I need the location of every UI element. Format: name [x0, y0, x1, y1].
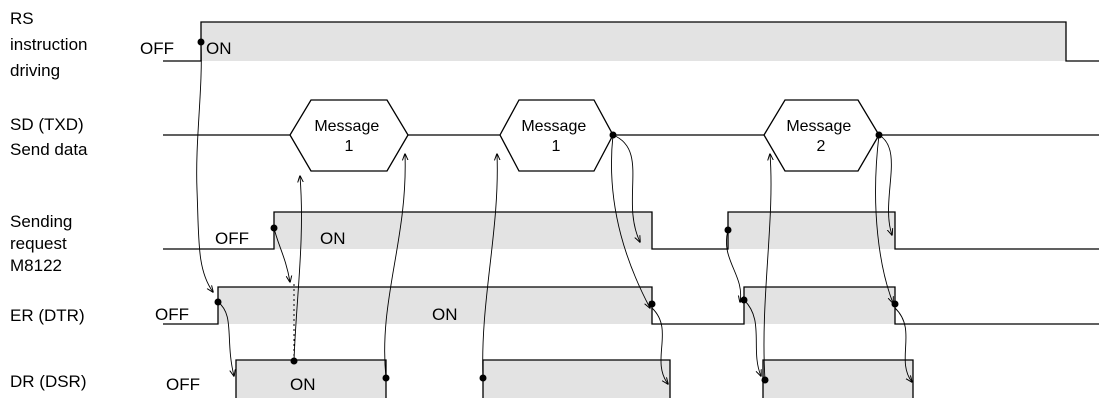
rs-on-band	[201, 22, 1066, 61]
sd-message-1b	[499, 99, 614, 172]
message-1a-label: Message 1	[314, 118, 383, 155]
arrow-message-1b-to-req-off	[612, 134, 640, 242]
arrow-dr-off-to-message-1a-end	[384, 154, 406, 379]
arrow-er-to-dr-2	[743, 299, 761, 376]
event-dots	[197, 38, 899, 384]
event-dot-message-2-end	[875, 131, 883, 139]
event-dot-er-off-2	[891, 300, 899, 308]
event-dot-er-on-2	[740, 296, 748, 304]
arrow-rs-to-er	[196, 41, 213, 292]
er-on-label: ON	[432, 305, 458, 324]
rs-trace: OFF ON	[140, 21, 1099, 62]
dr-on-band-2	[483, 360, 670, 398]
event-dot-req-on-2	[724, 226, 732, 234]
sd-message-2	[763, 99, 880, 172]
event-dot-dr-on-1	[290, 357, 298, 365]
arrow-message-2-to-er-off	[875, 134, 893, 303]
event-dot-dr-on-3	[761, 376, 769, 384]
event-dot-dr-off-1	[382, 374, 390, 382]
message-2-label: Message 2	[786, 118, 855, 155]
causality-arrows	[196, 41, 912, 384]
signal-label-er: ER (DTR)	[10, 306, 85, 325]
event-dot-message-1b-end	[609, 131, 617, 139]
arrow-er-to-dr-1	[217, 301, 234, 376]
arrow-message-2-to-req-off	[878, 134, 892, 235]
req-on-label: ON	[320, 229, 346, 248]
sd-message-1a	[289, 99, 409, 172]
signal-label-sd: SD (TXD) Send data	[10, 115, 88, 159]
message-1b-label: Message 1	[521, 118, 590, 155]
dr-off-label: OFF	[166, 375, 200, 394]
er-off-label: OFF	[155, 305, 189, 324]
arrow-er-off-to-dr-off-2	[894, 307, 912, 382]
signal-label-dr: DR (DSR)	[10, 372, 87, 391]
rs-waveform	[163, 21, 1099, 62]
signal-label-rs: RS instruction driving	[10, 9, 92, 80]
rs-on-label: ON	[206, 39, 232, 58]
er-on-band-1	[218, 287, 652, 324]
dr-trace: OFF ON	[166, 359, 914, 398]
event-dot-er-on-1	[214, 298, 222, 306]
dr-on-band-3	[763, 360, 913, 398]
req-on-band-1	[274, 212, 652, 249]
signal-labels: RS instruction driving SD (TXD) Send dat…	[10, 9, 92, 391]
arrow-er-off-to-dr-off-1	[651, 307, 668, 384]
req-off-label: OFF	[215, 229, 249, 248]
arrow-req-to-er-2	[726, 229, 740, 302]
sd-trace: Message 1 Message 1 Message 2	[163, 99, 1099, 172]
arrow-dr-to-message-1b	[482, 154, 498, 379]
arrow-dr-to-message-1a	[293, 176, 301, 362]
dr-on-band-1	[236, 360, 386, 398]
er-on-band-2	[744, 287, 895, 324]
req-trace: OFF ON	[163, 211, 1099, 250]
arrow-message-1b-to-er-off	[611, 134, 650, 308]
event-dot-rs-on	[197, 38, 205, 46]
event-dot-req-on-1	[270, 224, 278, 232]
arrow-dr-to-message-2	[763, 154, 771, 381]
req-on-band-2	[728, 212, 895, 249]
dr-on-label: ON	[290, 375, 316, 394]
rs-off-label: OFF	[140, 39, 174, 58]
signal-label-req: Sending request M8122	[10, 212, 77, 275]
event-dot-er-off-1	[648, 300, 656, 308]
event-dot-dr-on-2	[479, 374, 487, 382]
arrow-req-to-dr-check	[273, 227, 290, 282]
